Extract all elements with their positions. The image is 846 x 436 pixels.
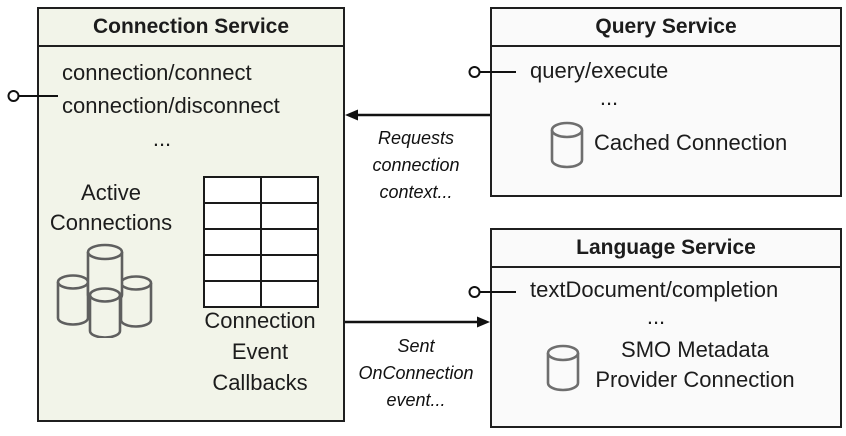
endpoint-query-execute: query/execute	[530, 58, 669, 83]
endpoints-ellipsis: ...	[599, 85, 619, 110]
endpoint-connection-connect: connection/connect	[62, 60, 252, 85]
endpoint-connection-disconnect: connection/disconnect	[62, 93, 280, 118]
query-service-endpoints: query/execute ...	[530, 57, 688, 111]
database-icon	[546, 344, 580, 392]
connection-service-title: Connection Service	[39, 9, 343, 47]
active-connections-label: Active Connections	[49, 180, 173, 235]
query-service-title: Query Service	[492, 9, 840, 47]
connection-service-box: Connection Service connection/connect co…	[37, 7, 345, 422]
endpoint-textdocument-completion: textDocument/completion	[530, 277, 779, 302]
connection-service-endpoints: connection/connect connection/disconnect…	[62, 56, 280, 155]
smo-metadata-provider-label: SMO Metadata Provider Connection	[595, 337, 795, 392]
table-grid-icon	[203, 176, 319, 308]
database-icon	[550, 121, 584, 169]
language-service-title: Language Service	[492, 230, 840, 268]
arrow-left-icon	[345, 109, 490, 121]
connection-event-callbacks-label: Connection Event Callbacks	[204, 308, 316, 395]
requests-connection-context-label: Requests connection context...	[372, 128, 460, 202]
arrow-right-icon	[345, 316, 490, 328]
cached-connection-label: Cached Connection	[594, 130, 788, 155]
sent-onconnection-event-label: Sent OnConnection event...	[358, 336, 474, 410]
endpoints-ellipsis: ...	[646, 304, 666, 329]
database-cluster-icon	[56, 243, 153, 338]
language-service-box: Language Service textDocument/completion…	[490, 228, 842, 428]
endpoints-ellipsis: ...	[152, 126, 172, 151]
language-service-endpoints: textDocument/completion ...	[530, 276, 782, 330]
query-service-box: Query Service query/execute ... Cached C…	[490, 7, 842, 197]
